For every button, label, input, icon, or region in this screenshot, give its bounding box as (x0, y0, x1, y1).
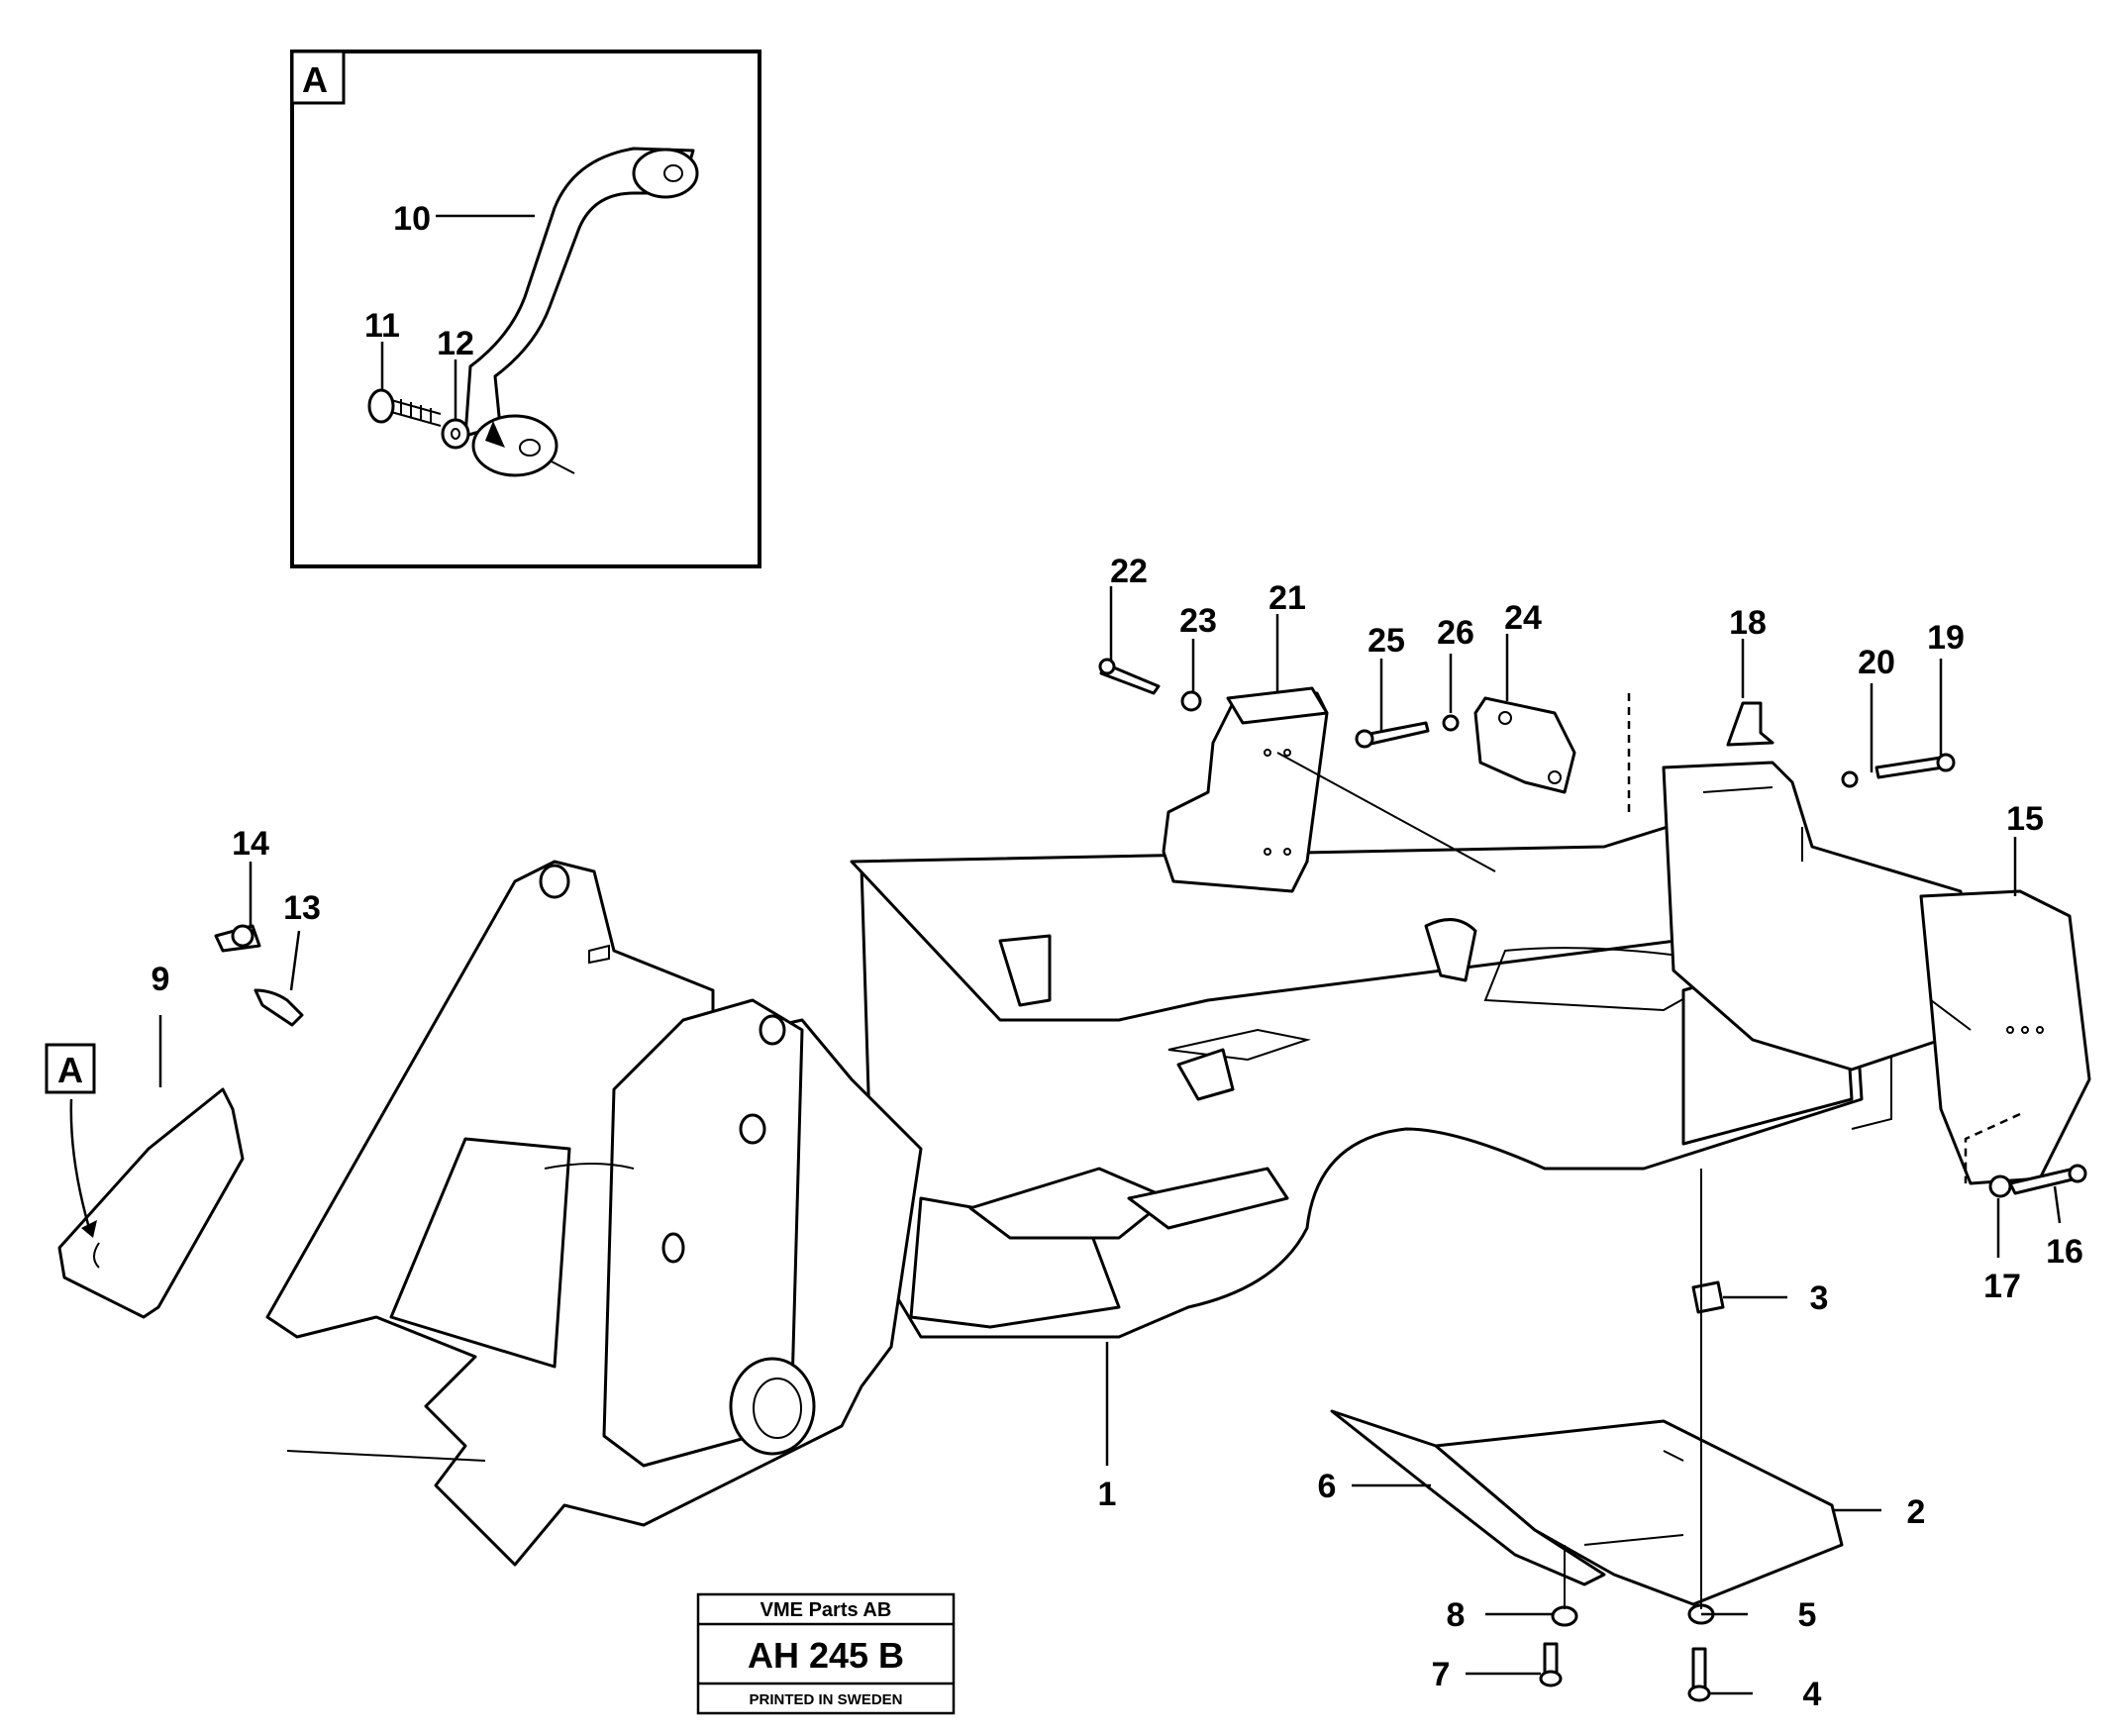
callout-12: 12 (437, 325, 474, 362)
callout-numbers: 10 11 12 9 14 13 22 23 21 25 26 24 18 19… (152, 200, 2083, 1713)
step-bracket (1162, 686, 1329, 893)
callout-16: 16 (2046, 1233, 2083, 1271)
callout-6: 6 (1318, 1468, 1337, 1505)
callout-21: 21 (1268, 579, 1306, 617)
callout-20: 20 (1858, 644, 1895, 681)
detail-view-label: A (302, 59, 328, 100)
callout-25: 25 (1368, 622, 1405, 660)
callout-24: 24 (1504, 599, 1542, 637)
callout-26: 26 (1437, 614, 1474, 652)
underguard-plate (1330, 1409, 1844, 1606)
screw-and-washer (367, 388, 470, 450)
reference-marker-label: A (57, 1050, 83, 1090)
callout-13: 13 (283, 889, 321, 927)
callout-15: 15 (2006, 800, 2044, 838)
callout-3: 3 (1810, 1279, 1829, 1317)
callout-23: 23 (1179, 602, 1217, 640)
main-frame (265, 820, 1892, 1567)
leader-lines (69, 214, 2062, 1695)
callout-7: 7 (1432, 1656, 1451, 1693)
callout-18: 18 (1729, 604, 1767, 642)
detail-view-a: A (290, 50, 761, 568)
counterweight (1662, 761, 2091, 1185)
callout-14: 14 (232, 825, 269, 863)
callout-19: 19 (1927, 619, 1965, 657)
title-block-drawing-number: AH 245 B (748, 1635, 904, 1676)
callout-17: 17 (1983, 1268, 2021, 1305)
callout-8: 8 (1447, 1596, 1466, 1634)
title-block: VME Parts AB AH 245 B PRINTED IN SWEDEN (696, 1592, 956, 1715)
callout-2: 2 (1907, 1493, 1926, 1531)
callout-9: 9 (152, 961, 170, 998)
title-block-company: VME Parts AB (760, 1599, 892, 1621)
handrail-part (463, 147, 699, 477)
callout-4: 4 (1803, 1676, 1822, 1713)
callout-1: 1 (1098, 1476, 1117, 1513)
fasteners (214, 658, 2087, 1702)
mounting-bracket (1473, 696, 1576, 794)
callout-11: 11 (364, 307, 400, 345)
title-block-footer: PRINTED IN SWEDEN (749, 1691, 902, 1708)
callout-5: 5 (1798, 1596, 1817, 1634)
callout-10: 10 (393, 200, 431, 238)
reference-marker-a: A (45, 1043, 96, 1094)
callout-22: 22 (1110, 553, 1148, 590)
cover-plate (57, 1087, 245, 1319)
